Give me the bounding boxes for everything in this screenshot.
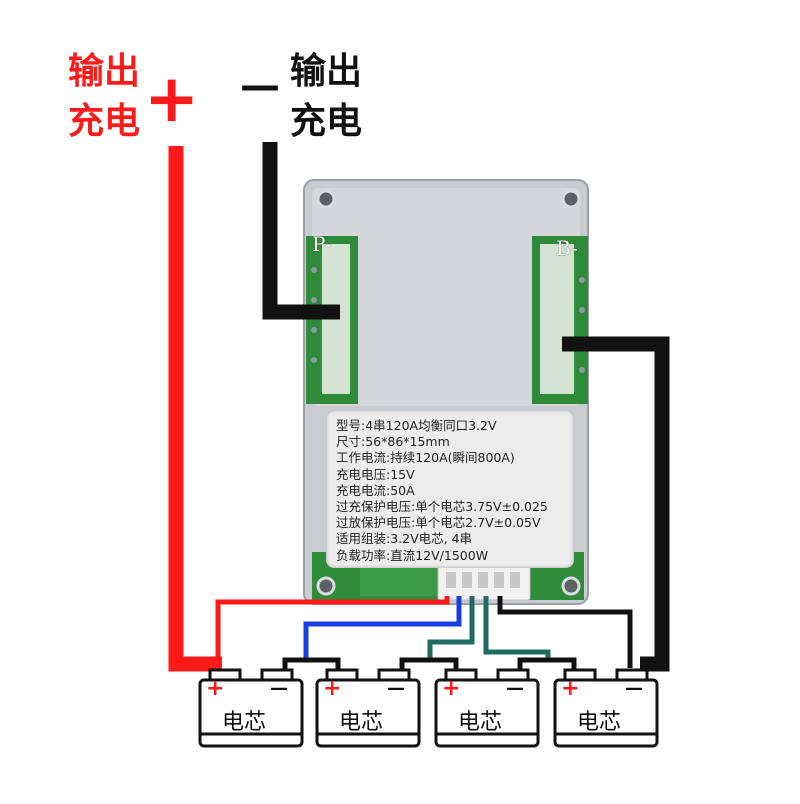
spec-plate	[326, 410, 574, 568]
cell-plus-sign: +	[561, 676, 580, 701]
cell-plus-sign: +	[323, 676, 342, 701]
spec-line: 工作电流:持续120A(瞬间800A)	[336, 450, 515, 466]
cell-minus-sign: —	[506, 678, 524, 699]
balance-wire-2	[303, 596, 462, 660]
balance-wire-3	[427, 596, 475, 660]
spec-line: 过放保护电压:单个电芯2.7V±0.05V	[336, 515, 541, 531]
screw-icon	[561, 576, 581, 596]
cell-label: 电芯	[458, 710, 503, 735]
neg-sign: —	[240, 63, 280, 109]
cell-body	[198, 678, 304, 748]
negative-output-wire	[262, 142, 340, 320]
battery-cell	[315, 668, 421, 748]
cell-plus-sign: +	[442, 676, 461, 701]
battery-cell	[198, 668, 304, 748]
screw-icon	[316, 189, 336, 209]
cell-label: 电芯	[222, 710, 267, 735]
neg-output-label: 输出	[290, 51, 363, 92]
spec-line: 尺寸:56*86*15mm	[336, 434, 450, 450]
cells	[198, 668, 659, 748]
battery-negative-wire	[562, 336, 670, 672]
series-link-2-3	[399, 657, 459, 672]
positive-sign: +	[144, 60, 200, 137]
balance-wire-5	[497, 596, 633, 668]
cell-minus-sign: —	[387, 678, 405, 699]
solder-dots	[311, 267, 585, 373]
spec-line: 适用组装:3.2V电芯, 4串	[336, 531, 473, 547]
balance-wire-1	[215, 596, 450, 668]
cell-plus-sign: +	[206, 676, 225, 701]
spec-line: 充电电流:50A	[336, 482, 415, 498]
pos-output-label: 输出	[68, 51, 141, 92]
series-link-1-2	[282, 657, 341, 672]
neg-charge-label: 充电	[290, 101, 363, 142]
cell-minus-sign: —	[625, 678, 643, 699]
cell-body	[553, 678, 659, 748]
cell-label: 电芯	[577, 710, 622, 735]
pad-p-minus: P-	[312, 232, 332, 256]
series-link-3-4	[517, 657, 577, 672]
spec-line: 充电电压:15V	[336, 466, 415, 482]
pad-b-minus: B-	[556, 236, 578, 260]
cell-body	[315, 678, 421, 748]
board-heatsink	[312, 188, 580, 406]
positive-output-wire	[168, 146, 222, 672]
cell-label: 电芯	[339, 710, 384, 735]
screw-icon	[561, 189, 581, 209]
screw-icon	[316, 576, 336, 596]
spec-line: 负载功率:直流12V/1500W	[336, 547, 489, 563]
cell-body	[434, 678, 540, 748]
spec-line: 过充保护电压:单个电芯3.75V±0.025	[336, 499, 548, 514]
spec-line: 型号:4串120A均衡同口3.2V	[336, 418, 497, 433]
pos-charge-label: 充电	[68, 101, 141, 142]
battery-cell	[553, 668, 659, 748]
battery-cell	[434, 668, 540, 748]
cell-minus-sign: —	[270, 678, 288, 699]
screws	[316, 189, 581, 596]
pcb-slot-right	[540, 244, 574, 394]
balance-wire-4	[483, 596, 551, 660]
